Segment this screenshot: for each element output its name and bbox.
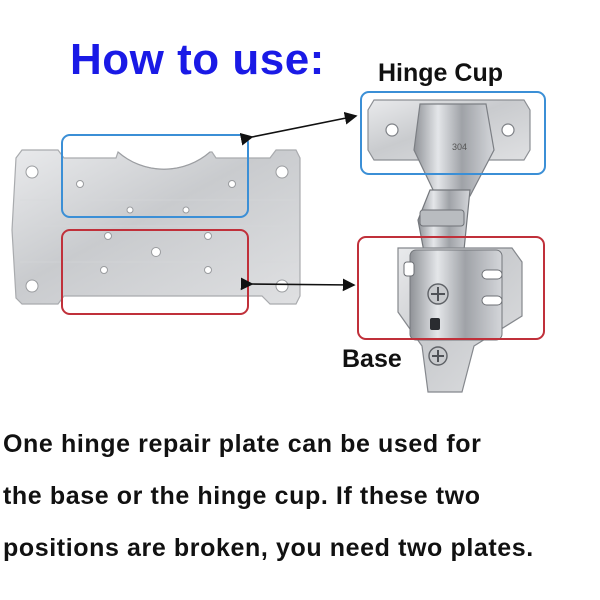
repair-plate-image xyxy=(11,149,301,305)
description-text: One hinge repair plate can be used for t… xyxy=(3,418,597,574)
usage-diagram: 304 xyxy=(11,91,546,393)
base-arrow xyxy=(240,277,356,292)
hinge-cup-label: Hinge Cup xyxy=(378,59,503,87)
description-line: the base or the hinge cup. If these two xyxy=(3,482,481,510)
hinge-cup-box xyxy=(360,91,546,175)
description-line: positions are broken, you need two plate… xyxy=(3,534,534,562)
description-line: One hinge repair plate can be used for xyxy=(3,430,482,458)
hinge-stamp-text: 304 xyxy=(452,142,467,152)
plate-base-box xyxy=(61,229,249,315)
cup-arrow xyxy=(239,111,358,146)
base-label: Base xyxy=(342,345,402,373)
hinge-base-box xyxy=(357,236,545,340)
plate-cup-box xyxy=(61,134,249,218)
page-title: How to use: xyxy=(70,35,325,84)
